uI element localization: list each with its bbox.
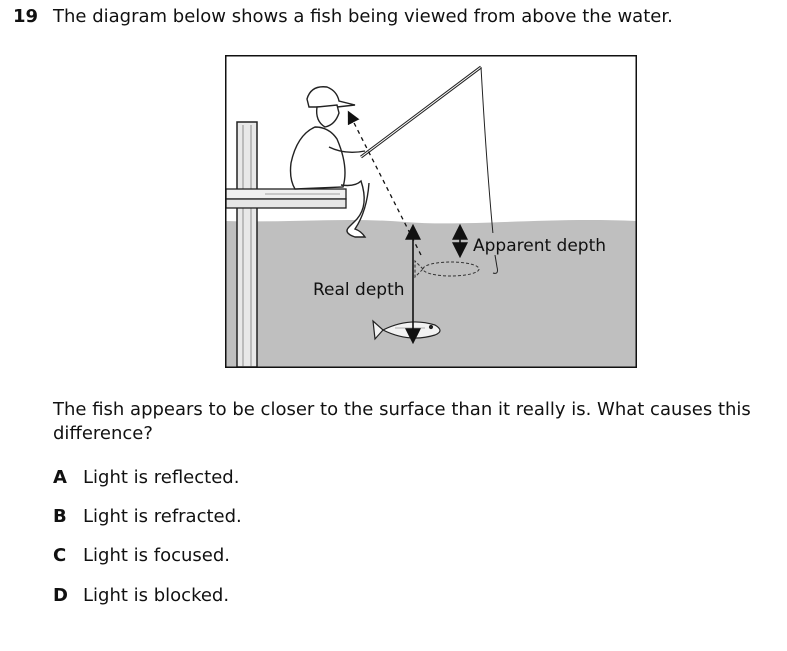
- choice-d[interactable]: D Light is blocked.: [53, 585, 229, 606]
- real-depth-label: Real depth: [313, 280, 405, 300]
- choice-text: Light is refracted.: [83, 506, 242, 527]
- choice-letter: B: [53, 506, 67, 527]
- choice-text: Light is focused.: [83, 545, 230, 566]
- question-number: 19: [13, 6, 39, 27]
- apparent-depth-label: Apparent depth: [473, 236, 606, 256]
- dock-post: [236, 121, 258, 368]
- choice-letter: C: [53, 545, 67, 566]
- question-prompt: The fish appears to be closer to the sur…: [53, 399, 751, 444]
- choice-text: Light is blocked.: [83, 585, 230, 606]
- choice-b[interactable]: B Light is refracted.: [53, 506, 242, 527]
- choice-letter: D: [53, 585, 68, 606]
- choice-letter: A: [53, 467, 67, 488]
- choice-text: Light is reflected.: [83, 467, 240, 488]
- question-stem: The diagram below shows a fish being vie…: [53, 6, 673, 27]
- water: [226, 219, 636, 367]
- fishing-diagram: Apparent depth Real depth: [225, 55, 637, 368]
- fisherman: [289, 86, 370, 238]
- choice-a[interactable]: A Light is reflected.: [53, 467, 239, 488]
- choice-c[interactable]: C Light is focused.: [53, 545, 230, 566]
